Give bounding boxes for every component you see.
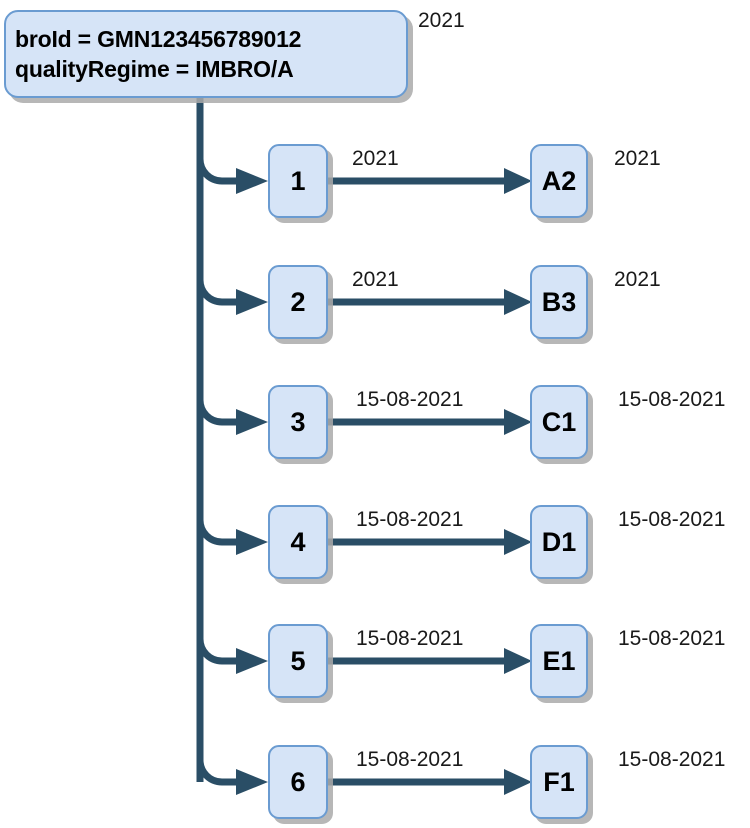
node-level1-3[interactable]: 3 bbox=[268, 385, 328, 459]
node-level1-4[interactable]: 4 bbox=[268, 505, 328, 579]
tail-label-5: 15-08-2021 bbox=[618, 627, 726, 650]
node-level2-1[interactable]: A2 bbox=[530, 144, 588, 218]
edge-label-3: 15-08-2021 bbox=[356, 388, 464, 411]
node-level2-2[interactable]: B3 bbox=[530, 265, 588, 339]
arrowhead-branch-6 bbox=[236, 769, 268, 795]
node-level1-1[interactable]: 1 bbox=[268, 144, 328, 218]
arrowhead-branch-1 bbox=[236, 168, 268, 194]
edge-label-4: 15-08-2021 bbox=[356, 508, 464, 531]
edge-label-2: 2021 bbox=[352, 268, 399, 291]
arrowhead-link-1 bbox=[504, 168, 532, 194]
node-level2-3[interactable]: C1 bbox=[530, 385, 588, 459]
tail-label-2: 2021 bbox=[614, 268, 661, 291]
node-level1-5[interactable]: 5 bbox=[268, 624, 328, 698]
elbow-4 bbox=[196, 519, 238, 546]
arrowhead-link-3 bbox=[504, 409, 532, 435]
arrowhead-link-5 bbox=[504, 648, 532, 674]
arrowhead-link-2 bbox=[504, 289, 532, 315]
elbow-5 bbox=[196, 638, 238, 665]
node-level2-5[interactable]: E1 bbox=[530, 624, 588, 698]
edge-label-6: 15-08-2021 bbox=[356, 748, 464, 771]
node-level1-2[interactable]: 2 bbox=[268, 265, 328, 339]
tail-label-4: 15-08-2021 bbox=[618, 508, 726, 531]
arrowhead-link-4 bbox=[504, 529, 532, 555]
elbow-1 bbox=[196, 158, 238, 185]
elbow-2 bbox=[196, 279, 238, 306]
tail-label-6: 15-08-2021 bbox=[618, 748, 726, 771]
root-node-quality-regime: qualityRegime = IMBRO/A bbox=[15, 56, 294, 82]
root-node-broid: broId = GMN123456789012 bbox=[15, 26, 302, 52]
node-level2-6[interactable]: F1 bbox=[530, 745, 588, 819]
arrowhead-branch-4 bbox=[236, 529, 268, 555]
elbow-3 bbox=[196, 399, 238, 426]
edge-label-5: 15-08-2021 bbox=[356, 627, 464, 650]
node-level2-4[interactable]: D1 bbox=[530, 505, 588, 579]
tail-label-3: 15-08-2021 bbox=[618, 388, 726, 411]
root-side-label: 2021 bbox=[418, 9, 465, 32]
tail-label-1: 2021 bbox=[614, 147, 661, 170]
arrowhead-link-6 bbox=[504, 769, 532, 795]
root-node[interactable]: broId = GMN123456789012 qualityRegime = … bbox=[4, 10, 408, 98]
elbow-6 bbox=[196, 759, 238, 786]
node-level1-6[interactable]: 6 bbox=[268, 745, 328, 819]
edge-label-1: 2021 bbox=[352, 147, 399, 170]
arrowhead-branch-2 bbox=[236, 289, 268, 315]
arrowhead-branch-5 bbox=[236, 648, 268, 674]
arrowhead-branch-3 bbox=[236, 409, 268, 435]
